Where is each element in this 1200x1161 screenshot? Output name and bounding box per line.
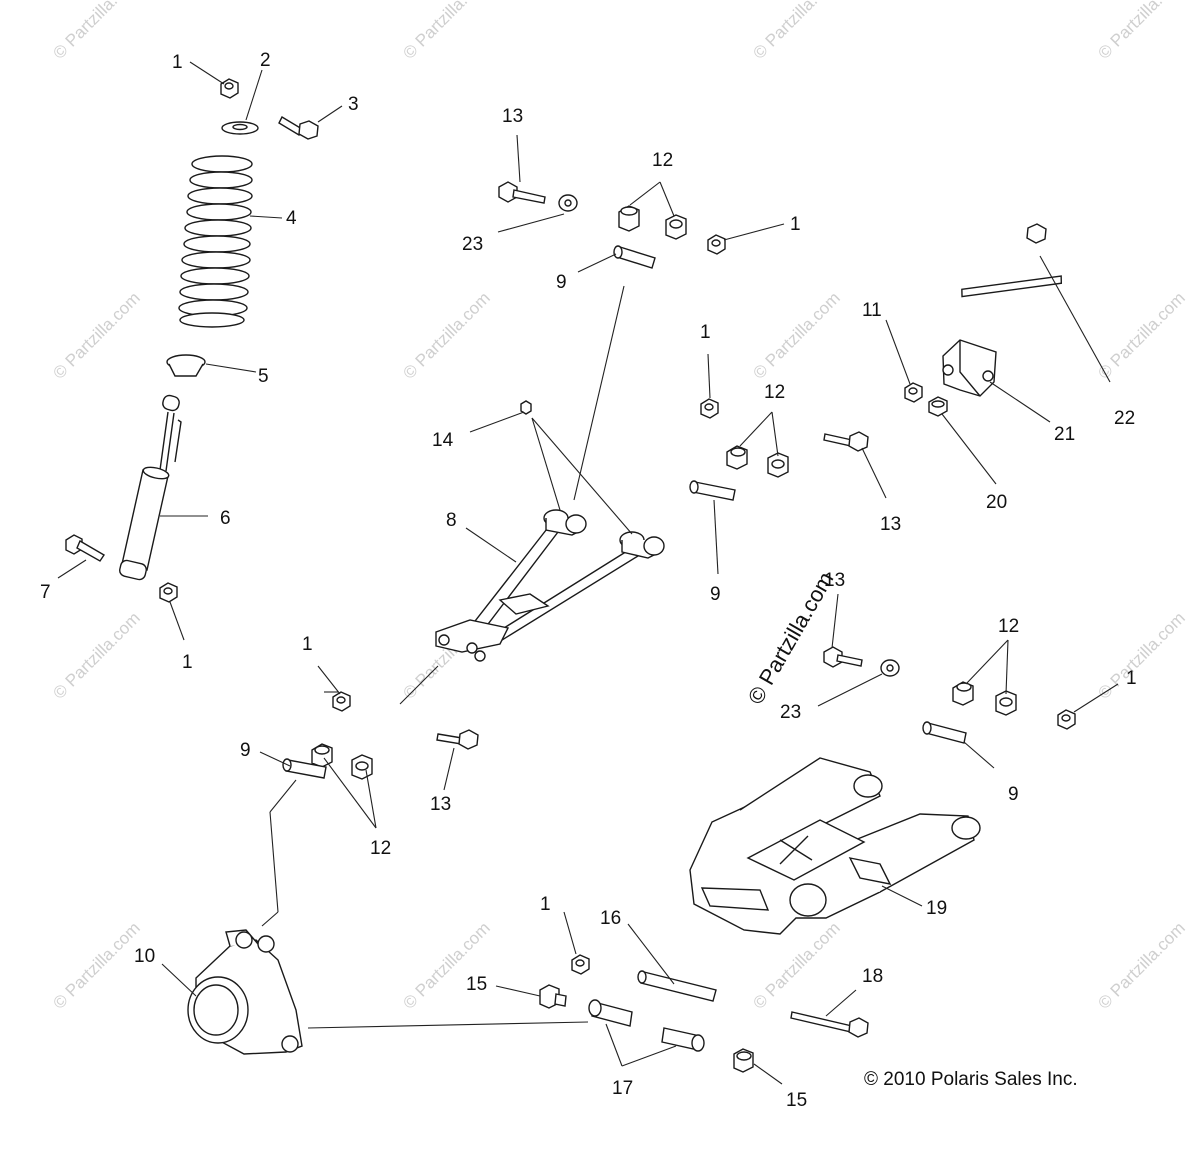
rear-hardware-right: [823, 646, 1076, 744]
callout-19: 19: [926, 898, 947, 919]
bearing-carrier: [187, 929, 303, 1055]
leader-lines: [57, 61, 1119, 1085]
callout-12: 12: [998, 616, 1019, 637]
callout-22: 22: [1114, 408, 1135, 429]
callout-20: 20: [986, 492, 1007, 513]
watermark: © Partzilla.com: [749, 288, 843, 382]
left-hardware: [282, 691, 479, 780]
callout-1: 1: [790, 214, 801, 235]
callout-2: 2: [260, 50, 271, 71]
callout-13: 13: [430, 794, 451, 815]
bracket-hardware: [904, 223, 1063, 417]
callout-18: 18: [862, 966, 883, 987]
callout-1: 1: [182, 652, 193, 673]
mid-hardware: [689, 398, 869, 501]
shock-absorber: [119, 394, 182, 581]
watermark: © Partzilla.com: [1094, 288, 1188, 382]
watermark: © Partzilla.com: [1094, 0, 1188, 63]
lower-hardware: [539, 954, 869, 1073]
shock-assembly: [65, 78, 319, 603]
callout-9: 9: [240, 740, 251, 761]
callout-23: 23: [780, 702, 801, 723]
callout-11: 11: [862, 300, 882, 321]
callout-17: 17: [612, 1078, 633, 1099]
callout-9: 9: [1008, 784, 1019, 805]
callout-1: 1: [302, 634, 313, 655]
callout-1: 1: [700, 322, 711, 343]
callout-7: 7: [40, 582, 51, 603]
watermark: © Partzilla.com: [49, 608, 143, 702]
callout-21: 21: [1054, 424, 1075, 445]
callout-1: 1: [172, 52, 183, 73]
callout-8: 8: [446, 510, 457, 531]
callout-15: 15: [786, 1090, 807, 1111]
callout-1: 1: [540, 894, 551, 915]
watermark: © Partzilla.com: [399, 288, 493, 382]
coil-spring: [178, 155, 253, 328]
callout-1: 1: [1126, 668, 1137, 689]
upper-a-arm-hardware: [498, 181, 726, 269]
callout-15: 15: [466, 974, 487, 995]
callout-12: 12: [764, 382, 785, 403]
trailing-arm: [689, 757, 981, 935]
callout-5: 5: [258, 366, 269, 387]
watermark: © Partzilla.com: [1094, 918, 1188, 1012]
callout-13: 13: [824, 570, 845, 591]
watermark: © Partzilla.com: [749, 0, 843, 63]
watermark: © Partzilla.com: [49, 0, 143, 63]
watermark: © Partzilla.com: [49, 288, 143, 382]
callout-4: 4: [286, 208, 297, 229]
watermark-layer: © Partzilla.com © Partzilla.com © Partzi…: [49, 0, 1188, 1013]
callout-12: 12: [370, 838, 391, 859]
watermark: © Partzilla.com: [399, 918, 493, 1012]
a-arm: [435, 400, 665, 662]
callout-9: 9: [556, 272, 567, 293]
watermark: © Partzilla.com: [1094, 608, 1188, 702]
callout-13: 13: [502, 106, 523, 127]
watermark: © Partzilla.com: [49, 918, 143, 1012]
watermark: © Partzilla.com: [399, 0, 493, 63]
callout-12: 12: [652, 150, 673, 171]
callout-labels: 1 2 3 4 5 6 7 1 13 23 12 1 9 14 8 1 12 1…: [40, 50, 1137, 1111]
callout-9: 9: [710, 584, 721, 605]
callout-16: 16: [600, 908, 621, 929]
callout-10: 10: [134, 946, 155, 967]
partzilla-stamp: © Partzilla.com: [743, 568, 839, 709]
callout-3: 3: [348, 94, 359, 115]
callout-13: 13: [880, 514, 901, 535]
callout-6: 6: [220, 508, 231, 529]
copyright-text: © 2010 Polaris Sales Inc.: [864, 1069, 1078, 1090]
callout-23: 23: [462, 234, 483, 255]
callout-14: 14: [432, 430, 454, 451]
